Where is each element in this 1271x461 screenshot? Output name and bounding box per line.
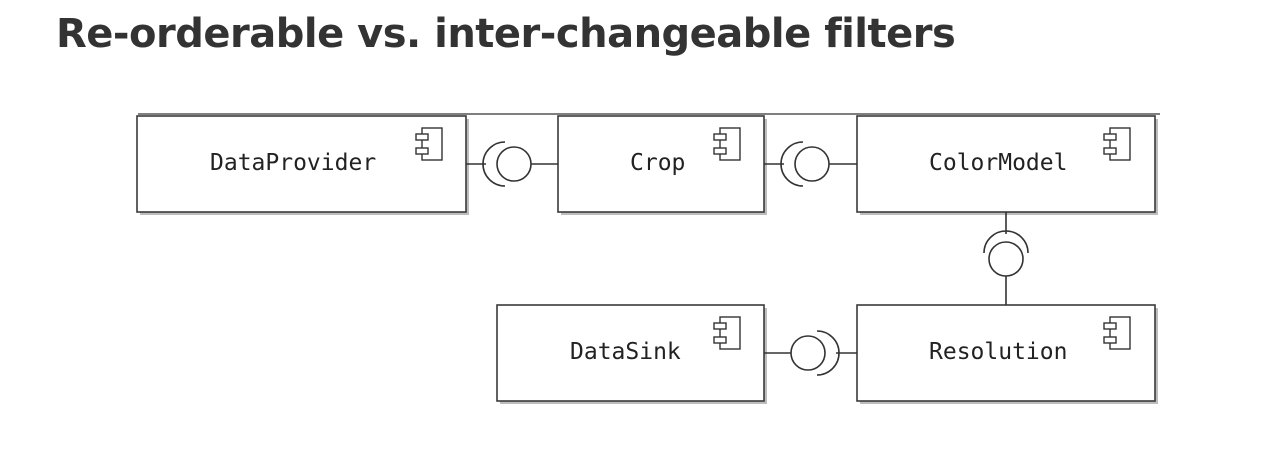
component-label: Crop bbox=[630, 150, 685, 176]
component-label: Resolution bbox=[929, 339, 1067, 365]
page-title: Re-orderable vs. inter-changeable filter… bbox=[56, 11, 956, 57]
connector-provider-crop bbox=[466, 141, 558, 187]
component-label: DataProvider bbox=[210, 150, 376, 176]
component-data-sink: DataSink bbox=[496, 304, 767, 404]
connector-resolution-datasink bbox=[764, 330, 857, 376]
component-crop: Crop bbox=[557, 115, 767, 215]
connector-crop-colormodel bbox=[764, 141, 857, 187]
component-data-provider: DataProvider bbox=[136, 115, 469, 215]
component-label: DataSink bbox=[570, 339, 681, 365]
connector-colormodel-resolution bbox=[983, 212, 1029, 305]
component-label: ColorModel bbox=[929, 150, 1067, 176]
component-color-model: ColorModel bbox=[856, 115, 1158, 215]
component-resolution: Resolution bbox=[856, 304, 1158, 404]
